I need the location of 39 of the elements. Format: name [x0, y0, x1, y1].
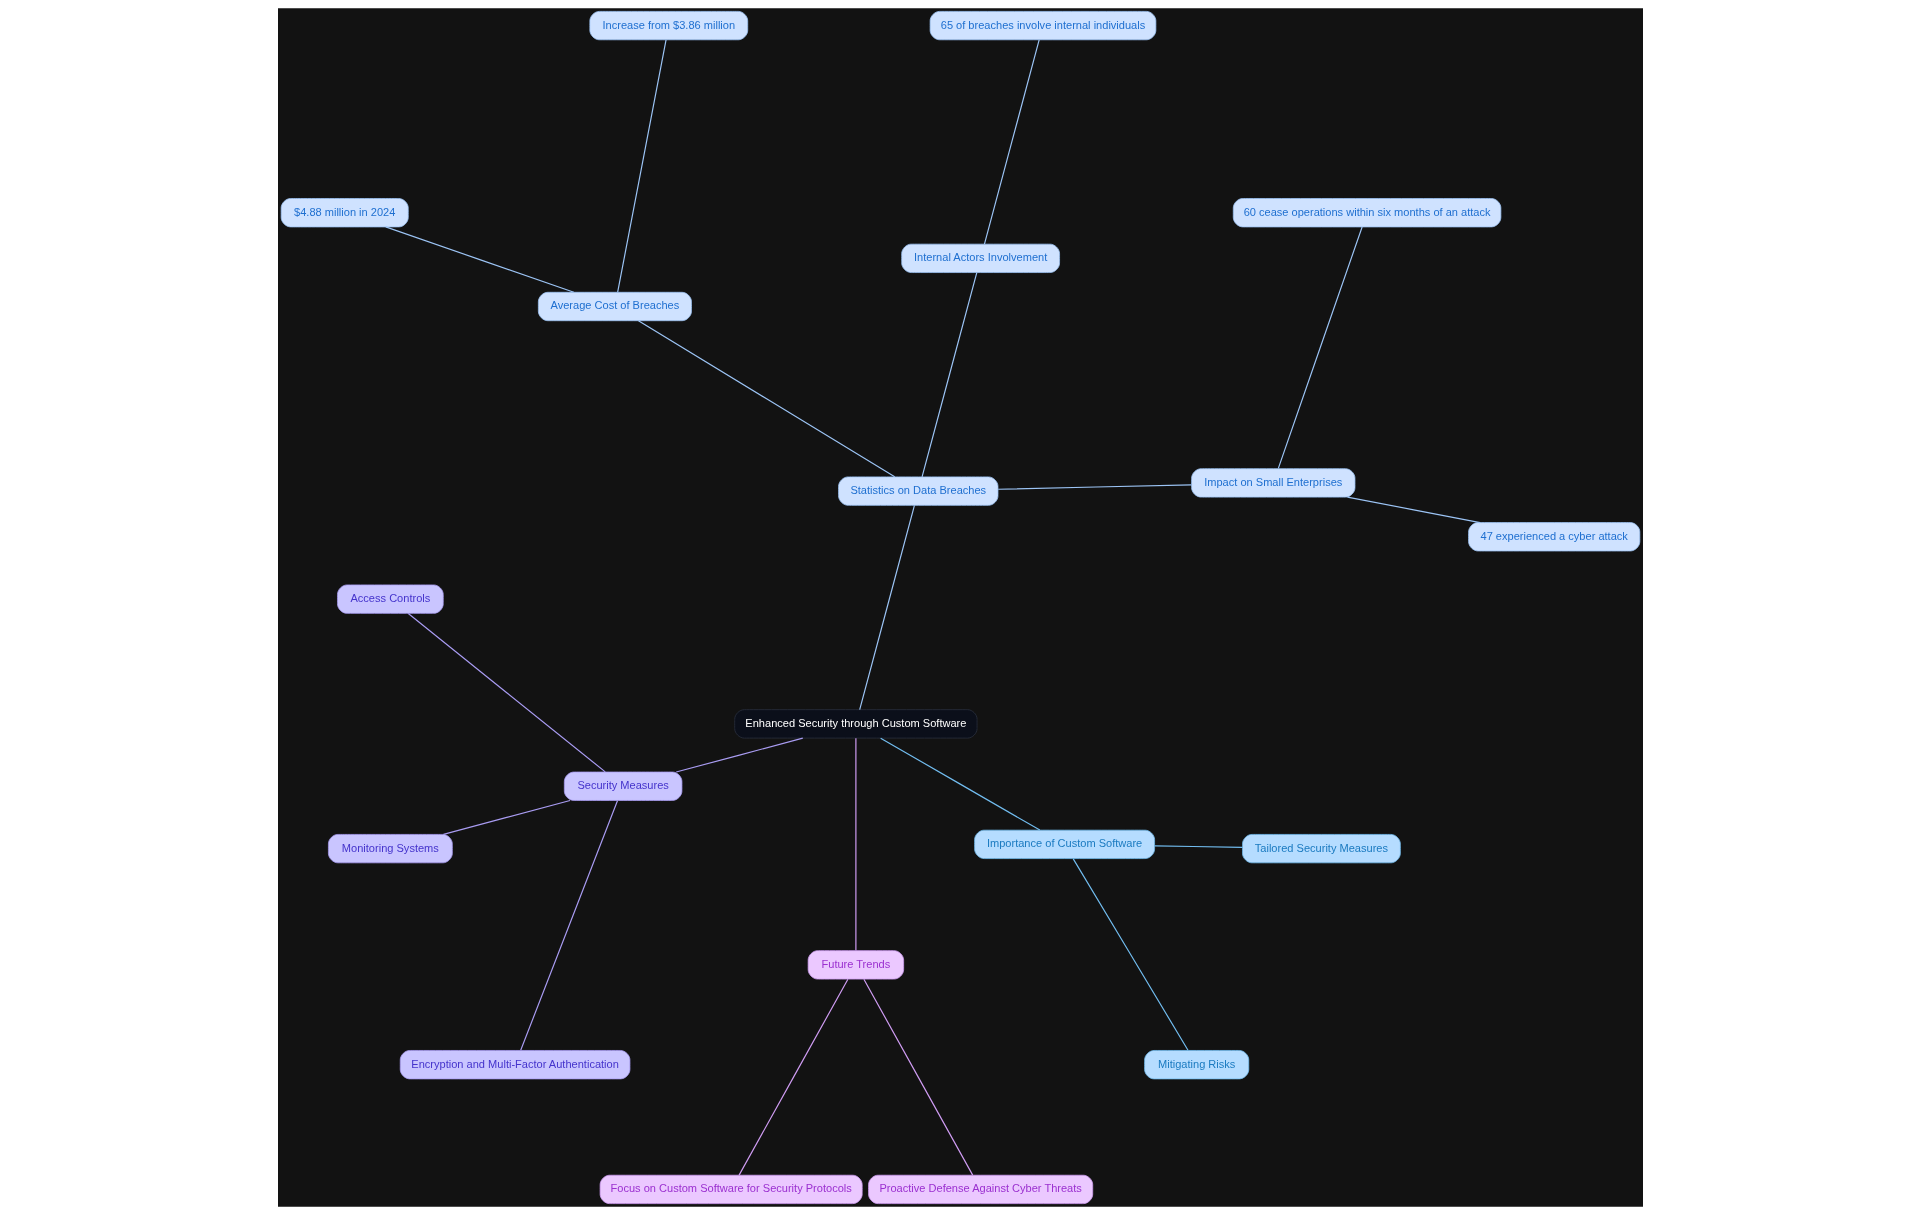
node-box: Enhanced Security through Custom Software	[733, 709, 977, 739]
node-box: Increase from $3.86 million	[588, 11, 748, 41]
connector	[854, 737, 856, 952]
node-box: Statistics on Data Breaches	[837, 476, 998, 506]
connector	[407, 613, 606, 773]
node-box: Proactive Defense Against Cyber Threats	[867, 1174, 1093, 1204]
connector	[1153, 845, 1243, 848]
connector	[738, 978, 848, 1176]
connector	[1072, 858, 1189, 1052]
node-box: 60 cease operations within six months of an attack	[1232, 198, 1501, 228]
node-box: Encryption and Multi-Factor Authentication	[399, 1050, 630, 1080]
connector	[862, 978, 973, 1176]
node-box: Security Measures	[563, 771, 682, 801]
node-box: $4.88 million in 2024	[280, 198, 409, 228]
connector	[921, 272, 977, 478]
connector	[384, 226, 574, 293]
node-box: 65 of breaches involve internal individuals	[929, 11, 1156, 41]
node-box: Future Trends	[807, 950, 904, 980]
connector	[983, 39, 1040, 245]
node-box: Mitigating Risks	[1143, 1050, 1249, 1080]
node-box: Monitoring Systems	[327, 834, 453, 864]
node-box: Focus on Custom Software for Security Protocols	[599, 1174, 863, 1204]
connector	[519, 800, 618, 1051]
connector	[997, 484, 1192, 490]
node-box: Access Controls	[336, 584, 444, 614]
connector	[1277, 226, 1363, 469]
node-box: Importance of Custom Software	[973, 829, 1155, 859]
connector	[1346, 496, 1481, 524]
node-box: 47 experienced a cyber attack	[1467, 522, 1640, 552]
connector	[442, 799, 571, 835]
connector	[879, 737, 1040, 831]
connector	[858, 504, 915, 711]
node-box: Average Cost of Breaches	[537, 291, 692, 322]
node-box: Impact on Small Enterprises	[1190, 468, 1355, 498]
connector	[637, 320, 895, 478]
connector	[616, 39, 667, 293]
node-box: Internal Actors Involvement	[900, 243, 1060, 273]
node-box: Tailored Security Measures	[1241, 834, 1401, 864]
connector	[675, 737, 803, 773]
